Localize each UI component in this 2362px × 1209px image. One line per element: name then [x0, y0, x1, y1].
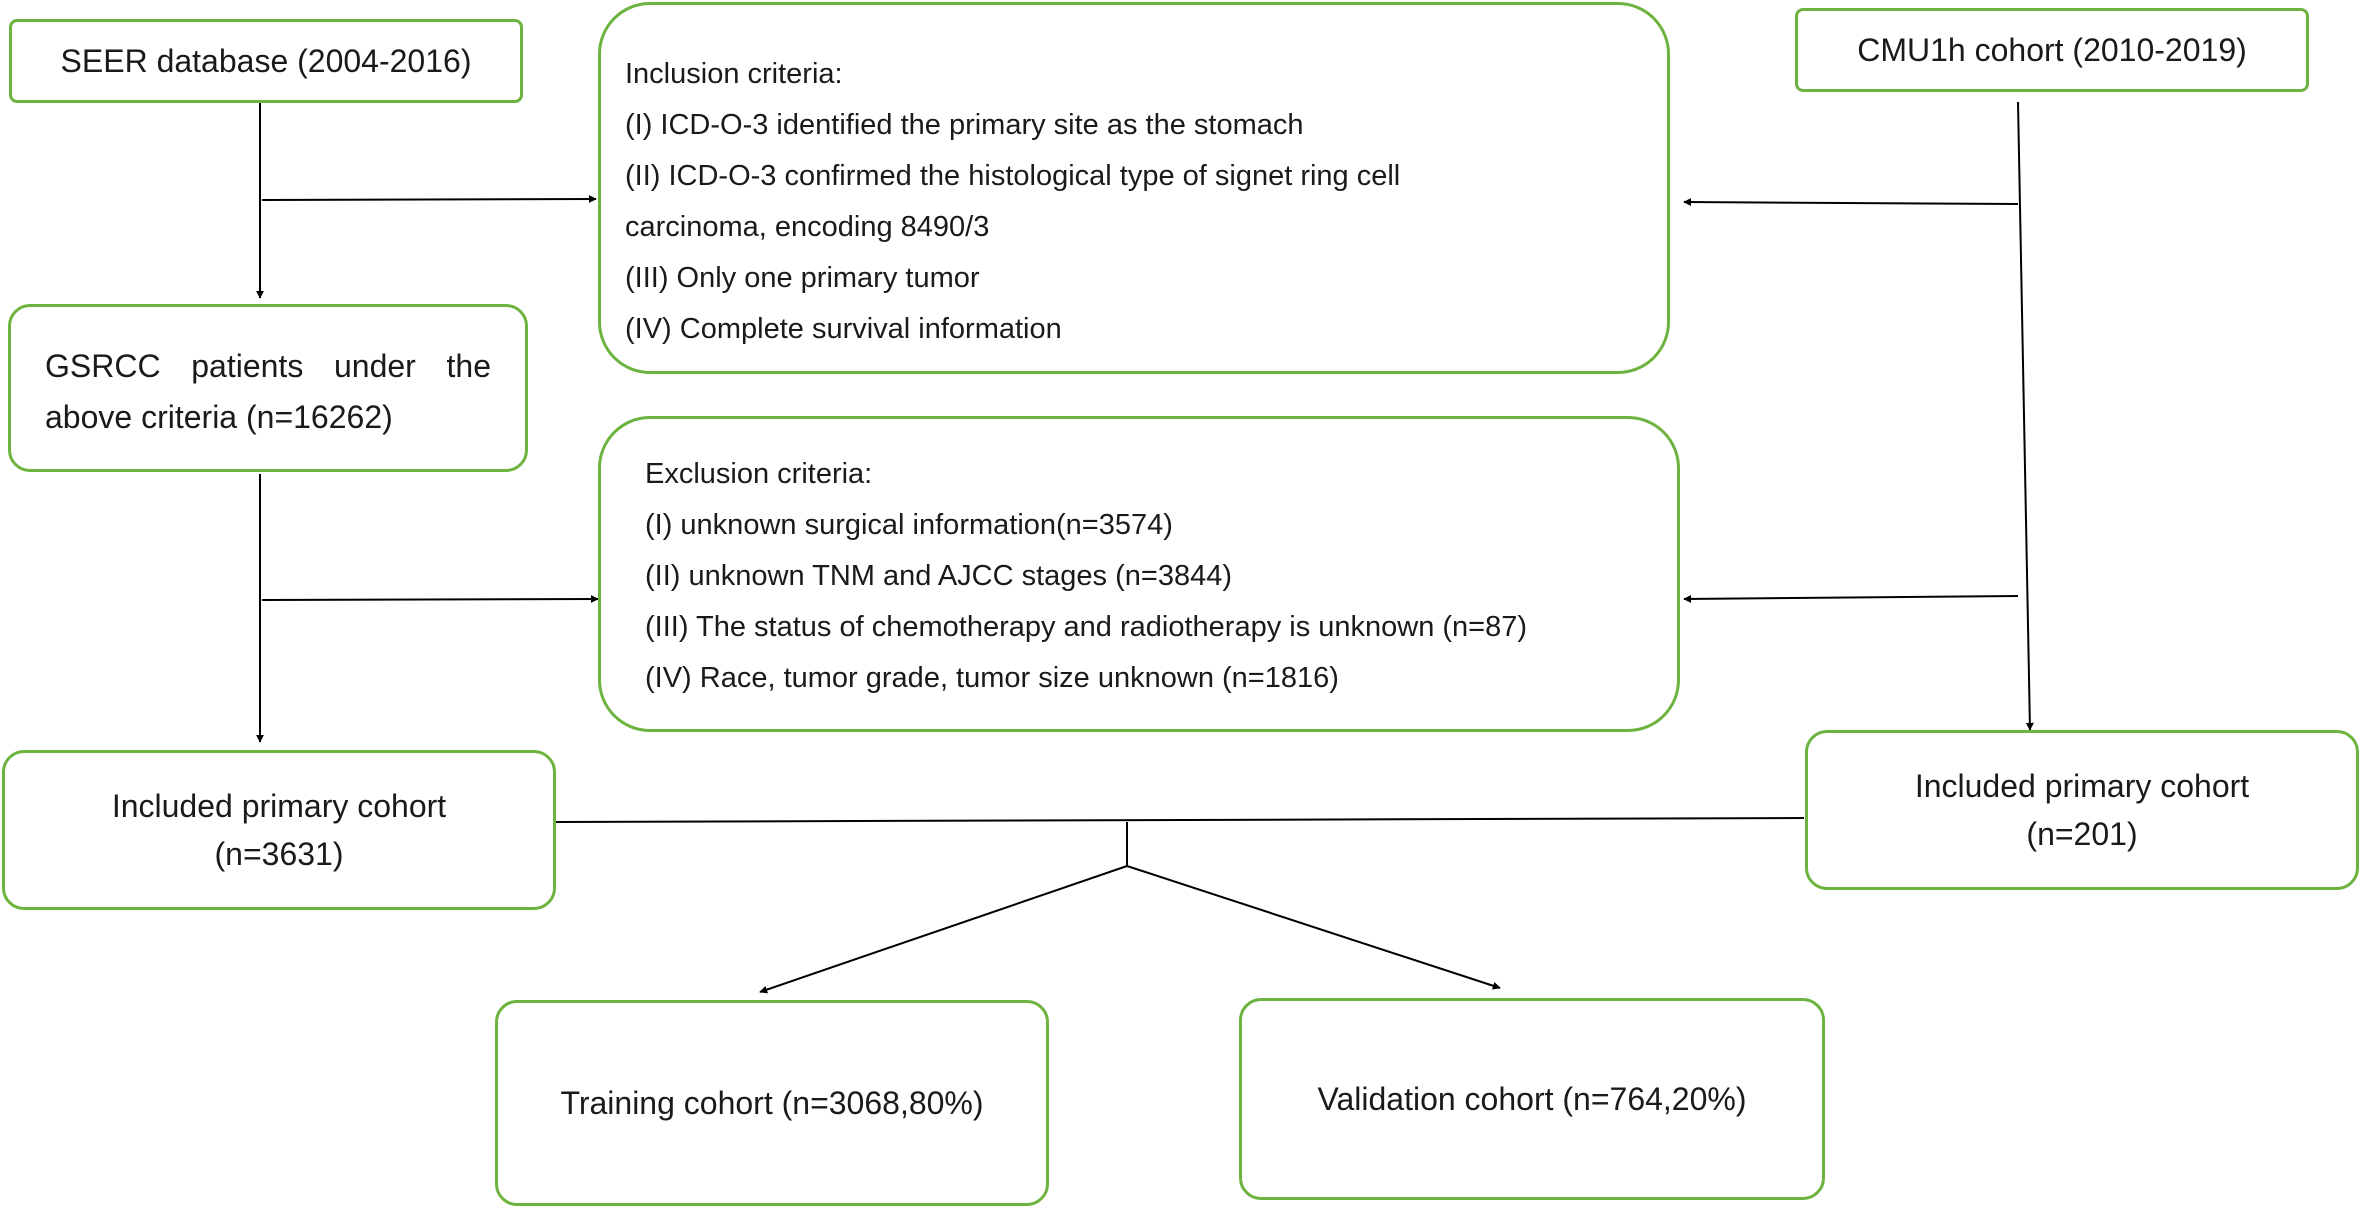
arrow-cmu-to-exclusion	[1683, 594, 2019, 603]
arrow-to-training	[759, 865, 1128, 994]
validation-cohort-box: Validation cohort (n=764,20%)	[1239, 998, 1825, 1200]
included-cohort-left-box: Included primary cohort (n=3631)	[2, 750, 556, 910]
seer-database-label: SEER database (2004-2016)	[60, 43, 472, 79]
inclusion-item: (III) Only one primary tumor	[625, 262, 980, 294]
exclusion-item: (IV) Race, tumor grade, tumor size unkno…	[645, 662, 1339, 694]
exclusion-criteria-box: Exclusion criteria: (I) unknown surgical…	[598, 416, 1680, 732]
training-cohort-box: Training cohort (n=3068,80%)	[495, 1000, 1049, 1206]
merge-line	[555, 817, 1805, 823]
validation-cohort-label: Validation cohort (n=764,20%)	[1317, 1081, 1747, 1117]
exclusion-title: Exclusion criteria:	[645, 458, 873, 490]
inclusion-title: Inclusion criteria:	[625, 58, 843, 90]
arrow-cmu-to-included	[2017, 101, 2034, 731]
included-left-line-2: (n=3631)	[214, 836, 344, 872]
arrow-to-validation	[1126, 865, 1501, 990]
inclusion-item: (II) ICD-O-3 confirmed the histological …	[625, 160, 1401, 192]
included-cohort-right-box: Included primary cohort (n=201)	[1805, 730, 2359, 890]
gsrcc-patients-box: GSRCC patients under the above criteria …	[8, 304, 528, 472]
arrow-seer-to-inclusion	[261, 195, 597, 204]
inclusion-item: (IV) Complete survival information	[625, 313, 1062, 345]
exclusion-item: (III) The status of chemotherapy and rad…	[645, 611, 1528, 643]
exclusion-item: (II) unknown TNM and AJCC stages (n=3844…	[645, 560, 1232, 592]
included-left-line-1: Included primary cohort	[111, 788, 447, 824]
cmu-cohort-label: CMU1h cohort (2010-2019)	[1857, 32, 2247, 68]
inclusion-criteria-box: Inclusion criteria: (I) ICD-O-3 identifi…	[598, 2, 1670, 374]
exclusion-item: (I) unknown surgical information(n=3574)	[645, 509, 1173, 541]
included-right-line-2: (n=201)	[2026, 816, 2138, 852]
arrow-gsrcc-to-exclusion	[261, 595, 599, 604]
inclusion-item: carcinoma, encoding 8490/3	[625, 211, 990, 243]
cmu-cohort-box: CMU1h cohort (2010-2019)	[1795, 8, 2309, 92]
included-right-line-1: Included primary cohort	[1914, 768, 2250, 804]
arrow-cmu-to-inclusion	[1683, 198, 2019, 207]
training-cohort-label: Training cohort (n=3068,80%)	[560, 1085, 984, 1121]
inclusion-item: (I) ICD-O-3 identified the primary site …	[625, 109, 1304, 141]
gsrcc-line-2: above criteria (n=16262)	[45, 399, 393, 435]
seer-database-box: SEER database (2004-2016)	[9, 19, 523, 103]
gsrcc-line-1: GSRCC patients under the	[45, 348, 491, 384]
